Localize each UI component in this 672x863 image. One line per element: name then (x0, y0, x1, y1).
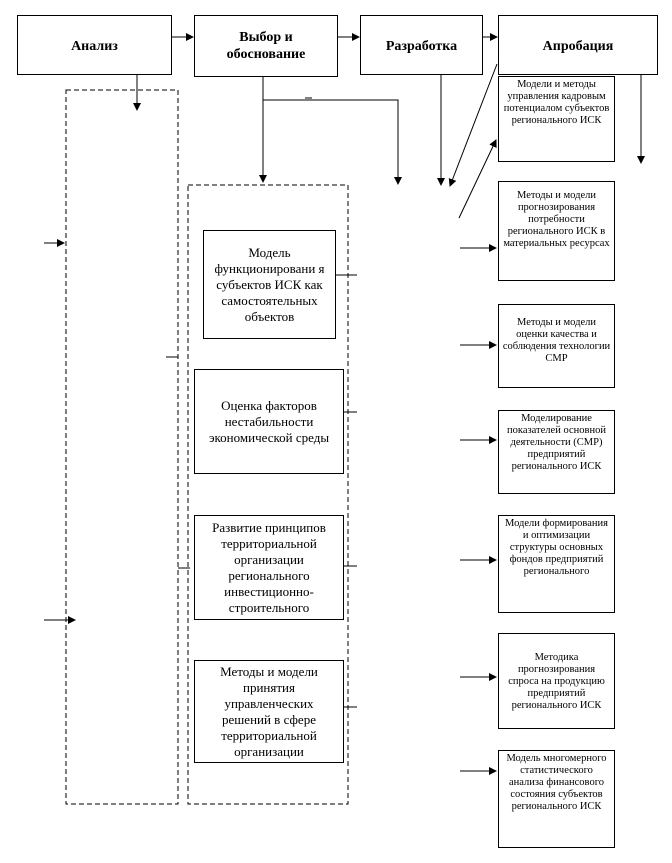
right-box-7-text: Модель многомерного статистического анал… (506, 753, 607, 812)
right-box-2-text: Методы и модели прогнозирования потребно… (503, 190, 610, 249)
middle-box-3: Развитие принципов территориальной орган… (194, 515, 344, 620)
stage-analysis-label: Анализ (71, 39, 118, 54)
middle-box-2: Оценка факторов нестабильности экономиче… (194, 369, 344, 474)
right-box-7: Модель многомерного статистического анал… (498, 750, 615, 848)
stage-development-box: Разработка (360, 15, 483, 75)
middle-box-4: Методы и модели принятия управленческих … (194, 660, 344, 763)
middle-box-1: Модель функционировани я субъектов ИСК к… (203, 230, 336, 339)
middle-box-2-text: Оценка факторов нестабильности экономиче… (208, 397, 330, 445)
middle-box-3-text: Развитие принципов территориальной орган… (212, 519, 326, 615)
right-box-1: Модели и методы управления кадровым поте… (498, 76, 615, 162)
choice-dashed-group (187, 184, 349, 805)
right-box-6: Методика прогнозирования спроса на проду… (498, 633, 615, 729)
arrow-approbation-diag (448, 63, 498, 187)
arrow-up-to-first (458, 139, 497, 219)
right-box-1-text: Модели и методы управления кадровым поте… (503, 79, 610, 126)
stage-development-label: Разработка (385, 39, 458, 54)
analysis-dashed-group (65, 89, 179, 805)
stage-choice-label: Выбор и обоснование (226, 30, 306, 62)
right-box-5-text: Модели формирования и оптимизации структ… (505, 518, 608, 577)
stage-choice-box: Выбор и обоснование (194, 15, 338, 77)
right-box-4-text: Моделирование показателей основной деяте… (507, 413, 606, 472)
right-box-2: Методы и модели прогнозирования потребно… (498, 181, 615, 281)
right-box-4: Моделирование показателей основной деяте… (498, 410, 615, 494)
middle-box-1-text: Модель функционировани я субъектов ИСК к… (214, 244, 325, 324)
right-box-3: Методы и модели оценки качества и соблюд… (498, 304, 615, 388)
right-box-3-text: Методы и модели оценки качества и соблюд… (502, 317, 611, 364)
stage-approbation-label: Апробация (542, 39, 614, 54)
middle-box-4-text: Методы и модели принятия управленческих … (220, 663, 318, 759)
arrow-choice-to-right (263, 99, 402, 185)
right-box-6-text: Методика прогнозирования спроса на проду… (508, 652, 605, 711)
right-box-5: Модели формирования и оптимизации структ… (498, 515, 615, 613)
stage-analysis-box: Анализ (17, 15, 172, 75)
stage-approbation-box: Апробация (498, 15, 658, 75)
